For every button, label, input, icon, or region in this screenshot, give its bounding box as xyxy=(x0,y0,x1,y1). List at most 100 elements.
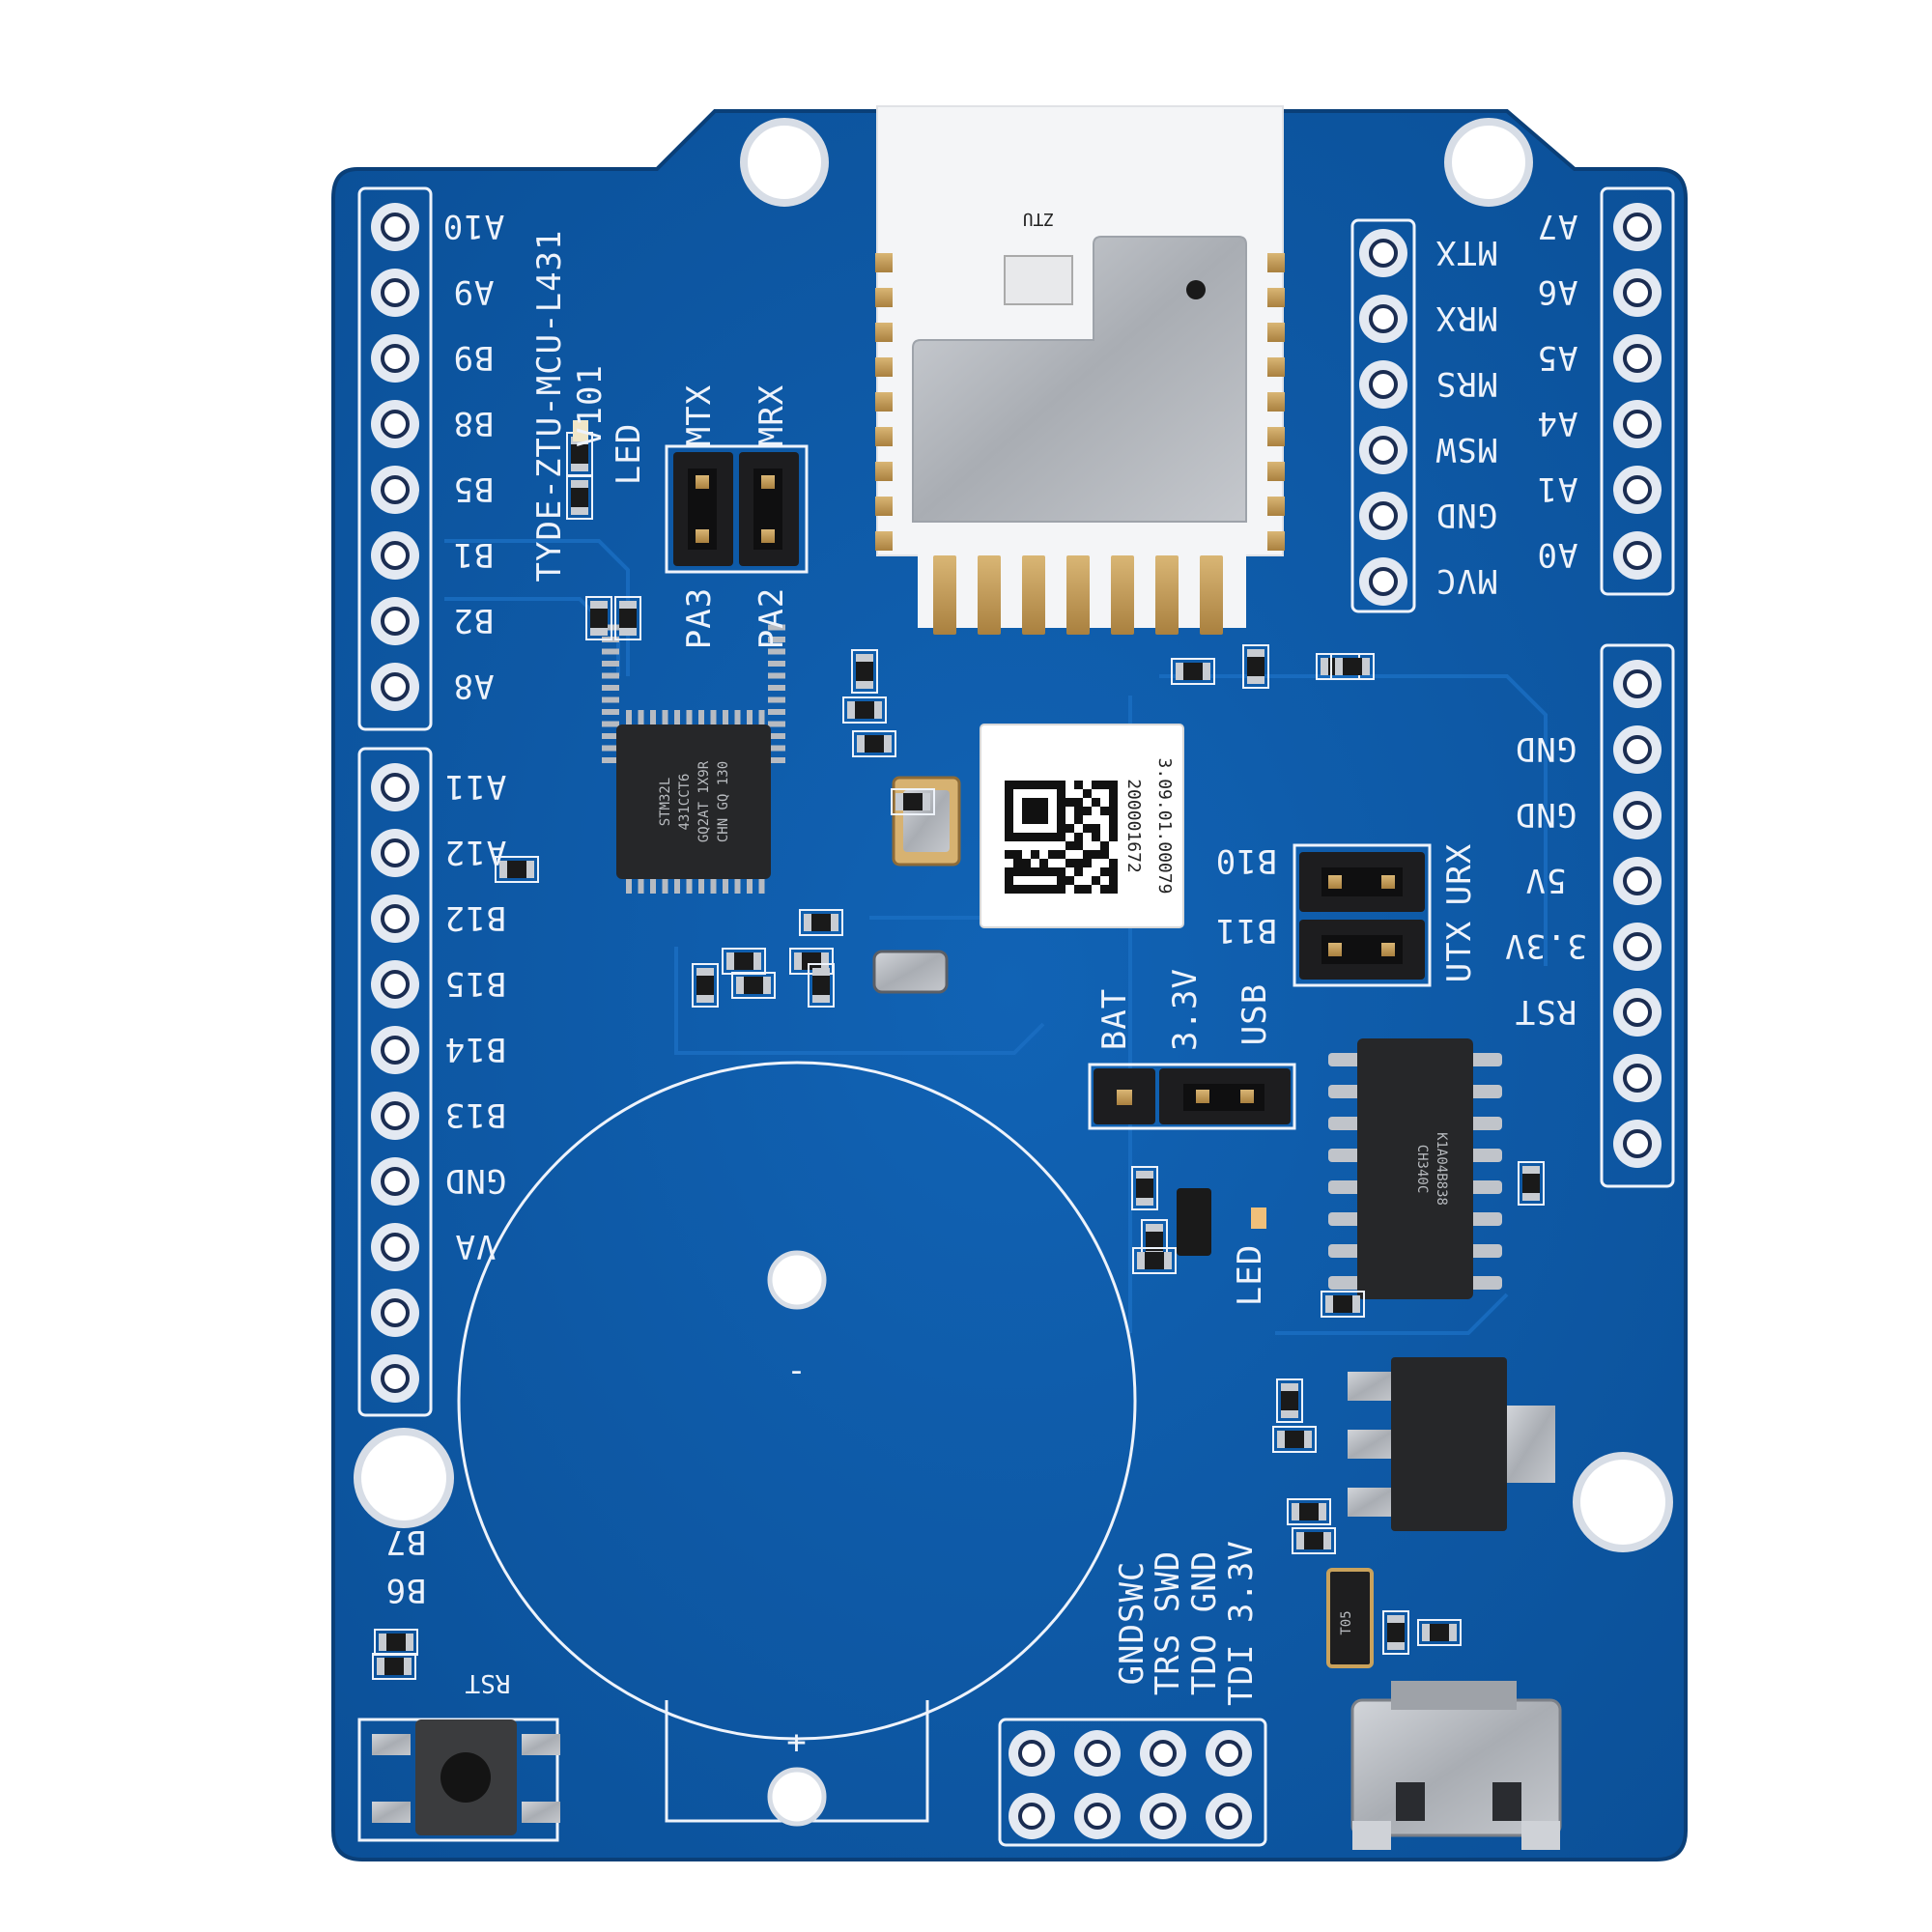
right-header-power-outline xyxy=(1600,643,1675,1188)
pin-label-a1: A1 xyxy=(1537,469,1578,508)
ztu-wifi-module: ZTU xyxy=(875,105,1285,635)
voltage-regulator xyxy=(1348,1357,1555,1531)
status-led xyxy=(1251,1208,1266,1229)
right-header-inner-pins xyxy=(1359,229,1407,606)
svg-text:431CCT6: 431CCT6 xyxy=(677,773,693,830)
left-header-bottom-pins xyxy=(371,763,419,1403)
jumper-utx-label: UTX xyxy=(1440,921,1479,982)
pin-label-b8: B8 xyxy=(453,404,495,442)
pin-label-b14: B14 xyxy=(444,1030,506,1068)
jumper-block-mtx-mrx[interactable] xyxy=(665,444,809,574)
pin-label-mrs: MRS xyxy=(1435,364,1497,403)
sticker-version: 3.09.01.00079 xyxy=(1154,758,1175,895)
svg-text:T05: T05 xyxy=(1339,1610,1354,1634)
smd-passives xyxy=(372,420,1545,1680)
pin-label-b12: B12 xyxy=(444,898,506,937)
power-select-jumper[interactable] xyxy=(1088,1063,1296,1130)
power-usb-label: USB xyxy=(1236,983,1274,1045)
battery-plus-label: + xyxy=(786,1723,807,1762)
pin-label-a4: A4 xyxy=(1537,404,1578,442)
swd-label-2: TRS SWD xyxy=(1149,1550,1187,1695)
battery-hole-plus xyxy=(767,1767,827,1827)
pin-label-mvc: MVC xyxy=(1435,561,1497,600)
led2-label: LED xyxy=(1231,1244,1269,1306)
pin-label-a9: A9 xyxy=(453,272,495,311)
pin-label-gnd: GND xyxy=(1515,795,1577,834)
left-label-b7: B7 xyxy=(385,1522,427,1561)
svg-text:K1A04B838: K1A04B838 xyxy=(1434,1132,1449,1206)
swd-label-1: GNDSWC xyxy=(1113,1561,1151,1686)
mounting-hole xyxy=(354,1428,454,1528)
left-label-b6: B6 xyxy=(385,1571,427,1609)
left-header-outline-bottom xyxy=(357,747,433,1417)
pin-label-a0: A0 xyxy=(1537,535,1578,574)
mounting-hole xyxy=(1444,118,1533,207)
pin-label-b9: B9 xyxy=(453,338,495,377)
swd-label-3: TDO GND xyxy=(1185,1550,1224,1695)
pin-label-a11: A11 xyxy=(444,767,506,806)
diode xyxy=(1177,1188,1211,1256)
stm32-mcu-chip: STM32L 431CCT6 GQ2AT 1X9R CHN GQ 130 xyxy=(602,624,785,894)
board-version: V101 xyxy=(571,364,610,447)
t05-component: T05 xyxy=(1326,1568,1374,1668)
right-header-power-pins xyxy=(1613,660,1662,1168)
pin-label-msw: MSW xyxy=(1435,430,1497,469)
pin-label-mrx: MRX xyxy=(1435,298,1497,337)
status-led xyxy=(573,420,588,441)
right-header-outer-outline xyxy=(1600,186,1675,596)
mounting-hole xyxy=(1573,1452,1673,1552)
right-header-outer-pins xyxy=(1613,203,1662,580)
ch340c-usb-chip: CH340C K1A04B838 xyxy=(1328,1038,1502,1299)
pcb-substrate xyxy=(331,109,1688,1861)
pin-label-b13: B13 xyxy=(444,1095,506,1134)
micro-usb-port[interactable] xyxy=(1350,1681,1562,1850)
jumper-mtx-label: MTX xyxy=(680,384,719,446)
board-title: TYDE-ZTU-MCU-L431 xyxy=(530,230,569,582)
pin-label-b15: B15 xyxy=(444,964,506,1003)
svg-text:CHN GQ 130: CHN GQ 130 xyxy=(716,761,731,842)
led-label: LED xyxy=(610,423,648,485)
jumper-block-uart[interactable] xyxy=(1293,843,1432,987)
pin-label-33v: 3.3V xyxy=(1504,926,1587,965)
pin-label-rst: RST xyxy=(1515,992,1577,1031)
pin-label-gnd: GND xyxy=(444,1161,506,1200)
pin-label-b1: B1 xyxy=(453,535,495,574)
pin-label-gnd: GND xyxy=(1515,729,1577,768)
battery-hole-minus xyxy=(767,1250,827,1310)
pin-label-b2: B2 xyxy=(453,601,495,639)
jumper-b11-label: B11 xyxy=(1215,911,1277,950)
pin-label-va: VA xyxy=(455,1227,497,1265)
svg-text:GQ2AT 1X9R: GQ2AT 1X9R xyxy=(696,760,712,842)
jumper-b10-label: B10 xyxy=(1215,841,1277,880)
pin-label-a6: A6 xyxy=(1537,272,1578,311)
rst-label: RST xyxy=(465,1668,510,1697)
right-header-inner-outline xyxy=(1350,218,1416,613)
pin-label-a12: A12 xyxy=(444,833,506,871)
pin-label-a8: A8 xyxy=(453,667,495,705)
pin-label-mtx: MTX xyxy=(1435,233,1497,271)
jumper-pa2-label: PA2 xyxy=(753,587,791,649)
pin-label-a5: A5 xyxy=(1537,338,1578,377)
reset-button[interactable] xyxy=(357,1718,560,1842)
jumper-mrx-label: MRX xyxy=(753,384,791,446)
mounting-hole xyxy=(740,118,829,207)
sticker-serial: 200001672 xyxy=(1123,779,1144,873)
left-header-top-pins xyxy=(371,203,419,711)
pin-label-gnd: GND xyxy=(1435,496,1497,534)
svg-text:STM32L: STM32L xyxy=(658,778,673,827)
jumper-urx-label: URX xyxy=(1440,843,1479,905)
pin-label-a7: A7 xyxy=(1537,207,1578,245)
qr-sticker: 200001672 3.09.01.00079 xyxy=(980,724,1184,928)
swd-header-outline xyxy=(998,1718,1267,1847)
battery-minus-label: - xyxy=(786,1351,807,1390)
svg-text:CH340C: CH340C xyxy=(1414,1145,1430,1194)
swd-label-4: TDI 3.3V xyxy=(1222,1540,1261,1706)
power-bat-label: BAT xyxy=(1095,988,1134,1050)
pin-label-a10: A10 xyxy=(442,207,504,245)
power-33v-label: 3.3V xyxy=(1166,968,1205,1051)
pin-label-5v: 5V xyxy=(1525,861,1567,899)
module-label: ZTU xyxy=(1023,209,1055,229)
swd-header-pins xyxy=(1009,1730,1252,1839)
jumper-pa3-label: PA3 xyxy=(680,587,719,649)
